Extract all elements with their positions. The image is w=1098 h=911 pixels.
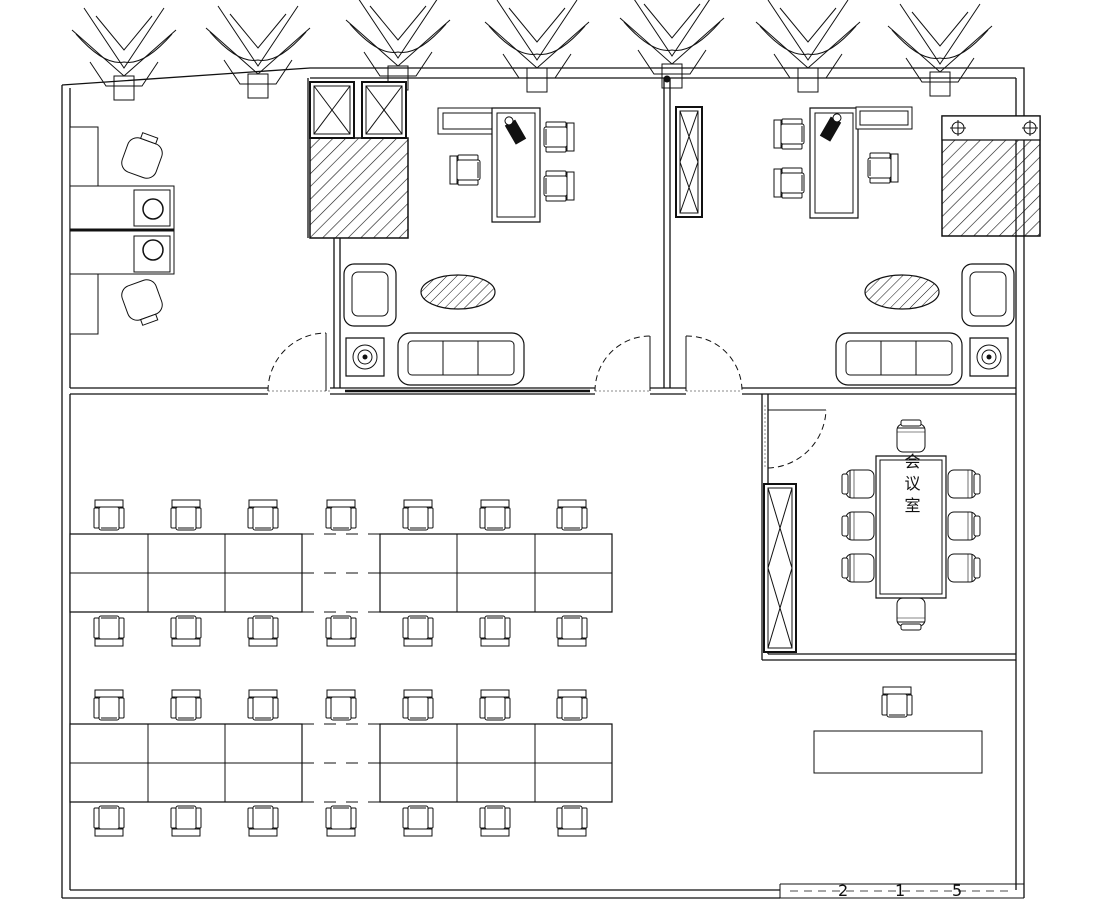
meeting-chair-icon bbox=[947, 553, 981, 583]
office-chair-icon bbox=[119, 129, 167, 181]
office-chair-icon bbox=[556, 689, 588, 721]
meeting-chair-icon bbox=[841, 553, 875, 583]
potted-plant-icon bbox=[619, 0, 725, 89]
office-chair-icon bbox=[867, 152, 899, 184]
office-chair-icon bbox=[402, 499, 434, 531]
meeting-chair-icon bbox=[896, 597, 926, 631]
office-chair-icon bbox=[247, 805, 279, 837]
office-chair-icon bbox=[479, 499, 511, 531]
meeting-chair-icon bbox=[841, 511, 875, 541]
office-chair-icon bbox=[543, 121, 575, 153]
meeting-chair-icon bbox=[947, 511, 981, 541]
meeting-chair-icon bbox=[947, 469, 981, 499]
office-chair-icon bbox=[170, 615, 202, 647]
office-chair-icon bbox=[325, 805, 357, 837]
office-chair-icon bbox=[119, 277, 167, 329]
door-thresholds bbox=[268, 391, 765, 468]
office-chair-icon bbox=[170, 805, 202, 837]
meeting-chair-icon bbox=[896, 419, 926, 453]
desk-lamp-icon bbox=[819, 111, 844, 142]
office-chair-icon bbox=[247, 499, 279, 531]
office-chair-icon bbox=[93, 689, 125, 721]
office-chair-icon bbox=[773, 167, 805, 199]
open-office-desks bbox=[70, 534, 612, 802]
top-left-workspace bbox=[70, 127, 174, 334]
office-chair-icon bbox=[325, 499, 357, 531]
lamp-table-icon bbox=[969, 337, 1009, 377]
desk-block-upper bbox=[70, 534, 612, 612]
cabinet-icon bbox=[361, 81, 407, 139]
office-chair-icon bbox=[402, 805, 434, 837]
scale-mark: 2 bbox=[838, 881, 848, 900]
armchair-icon bbox=[343, 263, 397, 327]
office-chair-icon bbox=[170, 499, 202, 531]
manager-office-a bbox=[309, 81, 575, 386]
door-swings bbox=[268, 333, 826, 468]
office-chair-icon bbox=[93, 499, 125, 531]
office-chair-icon bbox=[170, 689, 202, 721]
office-chair-icon bbox=[325, 689, 357, 721]
office-chair-icon bbox=[556, 499, 588, 531]
manager-office-b bbox=[676, 107, 1040, 386]
potted-plant-icon bbox=[71, 7, 177, 101]
office-chair-icon bbox=[247, 689, 279, 721]
scale-marks: 2 1 5 bbox=[790, 881, 1014, 900]
cabinet-icon bbox=[309, 81, 355, 139]
office-chair-icon bbox=[449, 154, 481, 186]
potted-plant-icon bbox=[205, 5, 311, 99]
potted-plant-icon bbox=[887, 3, 993, 97]
office-chair-icon bbox=[881, 686, 913, 718]
meeting-room-label: 会议室 bbox=[902, 453, 921, 519]
desk-lamp-icon bbox=[502, 114, 527, 145]
office-chair-icon bbox=[93, 615, 125, 647]
office-chair-icon bbox=[325, 615, 357, 647]
office-chair-icon bbox=[93, 805, 125, 837]
scale-mark: 1 bbox=[895, 881, 905, 900]
office-chair-icon bbox=[479, 615, 511, 647]
sofa-icon bbox=[397, 332, 525, 386]
armchair-icon bbox=[961, 263, 1015, 327]
reception bbox=[814, 686, 982, 773]
office-chair-icon bbox=[247, 615, 279, 647]
desk-block-lower bbox=[70, 724, 612, 802]
office-chair-icon bbox=[402, 615, 434, 647]
interior-walls bbox=[70, 76, 1016, 660]
potted-plant-icon bbox=[345, 0, 451, 91]
meeting-room: 会议室 bbox=[764, 419, 981, 652]
lamp-table-icon bbox=[345, 337, 385, 377]
office-chair-icon bbox=[543, 170, 575, 202]
meeting-chair-icon bbox=[841, 469, 875, 499]
office-chair-icon bbox=[556, 615, 588, 647]
office-chair-icon bbox=[556, 805, 588, 837]
office-chair-icon bbox=[773, 118, 805, 150]
office-chair-icon bbox=[479, 689, 511, 721]
sofa-icon bbox=[835, 332, 963, 386]
office-chair-icon bbox=[402, 689, 434, 721]
scale-mark: 5 bbox=[952, 881, 962, 900]
office-chair-icon bbox=[479, 805, 511, 837]
plant-row bbox=[71, 0, 993, 101]
